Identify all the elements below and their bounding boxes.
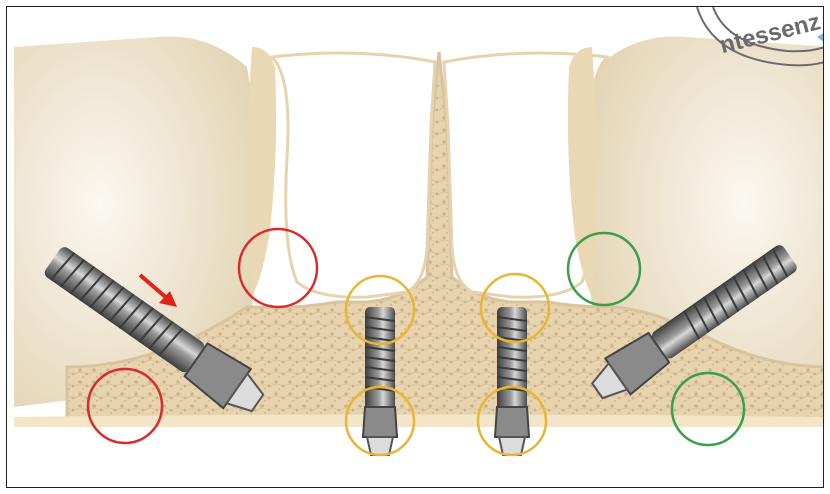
implant-center-left (363, 307, 397, 455)
left-sinus (272, 53, 435, 297)
image-frame: ntessenz (6, 6, 824, 488)
implant-center-right (495, 307, 529, 455)
implant-illustration: ntessenz (7, 7, 824, 488)
